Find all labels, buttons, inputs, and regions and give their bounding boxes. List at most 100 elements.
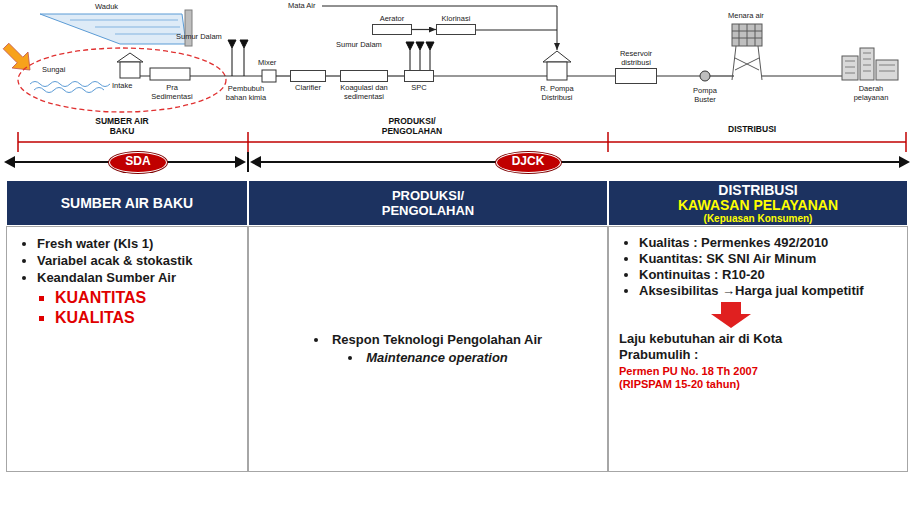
reservoir-box: Reservoir distribusi [615, 68, 657, 84]
sub-bullet-list: KUANTITAS KUALITAS [37, 288, 197, 328]
part-label: Waduk [95, 2, 118, 11]
flow-connector [412, 29, 436, 30]
reservoir-lake [40, 14, 186, 44]
bullet-item: Aksesibilitas →Harga jual kompetitif [639, 283, 875, 299]
bullet-text: KUANTITAS [55, 289, 146, 306]
spring-line [322, 6, 557, 50]
column-header: SUMBER AIR BAKU [6, 180, 248, 226]
part-label: Menara air [728, 11, 764, 20]
bullet-list: Fresh water (Kls 1) Variabel acak & stoka… [17, 235, 197, 328]
bullet-text: Fresh water (Kls 1) [37, 236, 153, 251]
bullet-text: Kuantitas: SK SNI Air Minum [639, 251, 816, 266]
bullet-item: KUALITAS [55, 308, 197, 328]
bullet-item: Keandalan Sumber AirKUANTITASKUALITAS [37, 269, 197, 328]
table-cell: Respon Teknologi Pengolahan AirMaintenan… [248, 226, 608, 472]
part-label: Pembubuh bahan kimia [222, 84, 270, 102]
chlorination-line [476, 30, 557, 31]
bullet-item: Kuantitas: SK SNI Air Minum [639, 251, 875, 267]
bullet-list: Kualitas : Permenkes 492/2010Kuantitas: … [619, 235, 875, 299]
header-text: (Kepuasan Konsumen) [704, 213, 813, 224]
pipe [762, 75, 842, 76]
header-text: KAWASAN PELAYANAN [678, 198, 838, 213]
deep-well-symbols [228, 40, 248, 76]
bullet-item: Fresh water (Kls 1) [37, 235, 197, 252]
highlight-ellipse [18, 48, 226, 112]
part-label: Pra Sedimentasi [149, 83, 195, 101]
header-text: DISTRIBUSI [718, 183, 797, 198]
box-caption: Aerator [380, 14, 405, 23]
bullet-item: Kontinuitas : R10-20 [639, 267, 875, 283]
section-label: PRODUKSI/ PENGOLAHAN [377, 116, 447, 136]
box-caption: Clarifier [295, 83, 321, 92]
pipe [710, 75, 734, 76]
part-label: Daerah pelayanan [846, 84, 896, 102]
part-label: R. Pompa Distribusi [532, 84, 582, 102]
note-text: Laju kebutuhan air di Kota Prabumulih : [619, 331, 849, 363]
header-text: SUMBER AIR BAKU [61, 196, 193, 211]
process-box: Aerator [372, 24, 412, 35]
badge-text: DJCK [512, 154, 545, 168]
scope-arrows [4, 152, 910, 172]
bullet-text: Kualitas : Permenkes 492/2010 [639, 235, 828, 250]
service-area-buildings [842, 48, 898, 80]
part-label: Sumur Dalam [336, 40, 382, 49]
box-caption: SPC [411, 83, 426, 92]
process-box: Clarifier [290, 70, 326, 82]
intake-roof [117, 53, 143, 62]
bullet-list: Respon Teknologi Pengolahan AirMaintenan… [314, 331, 542, 367]
column-header: PRODUKSI/ PENGOLAHAN [248, 180, 608, 226]
bullet-text: Aksesibilitas →Harga jual kompetitif [639, 283, 864, 298]
bullet-item: Maintenance operation [314, 349, 542, 367]
part-label: Pompa Buster [687, 86, 723, 104]
section-bracket [18, 132, 906, 152]
red-down-arrow [709, 302, 753, 328]
scope-badge: DJCK [496, 152, 561, 173]
box-caption: Klorinasi [442, 14, 471, 23]
pipe [567, 75, 615, 76]
pipe [276, 75, 290, 76]
process-box: Koagulasi dan sedimentasi [340, 70, 388, 82]
bullet-text: Kontinuitas : R10-20 [639, 267, 765, 282]
bullet-text: Maintenance operation [366, 350, 508, 365]
section-label: DISTRIBUSI [728, 124, 776, 134]
flow-connector [388, 75, 404, 76]
table-cell: Kualitas : Permenkes 492/2010Kuantitas: … [608, 226, 908, 472]
table-cell: Fresh water (Kls 1) Variabel acak & stoka… [6, 226, 248, 472]
water-tower [732, 24, 762, 80]
bullet-item: Kualitas : Permenkes 492/2010 [639, 235, 875, 251]
bullet-text: Variabel acak & stokastik [37, 253, 192, 268]
pipe [434, 75, 547, 76]
cell-slot: Kualitas : Permenkes 492/2010Kuantitas: … [619, 235, 899, 299]
bullet-item: Respon Teknologi Pengolahan Air [314, 331, 542, 349]
box-caption: Reservoir distribusi [613, 49, 659, 67]
part-label: Sumur Dalam [176, 32, 222, 41]
intake-house [120, 62, 140, 78]
part-label: Intake [112, 81, 132, 90]
deep-well-symbols [406, 42, 434, 70]
pre-sedimentation-basin [150, 68, 190, 80]
column-header: DISTRIBUSIKAWASAN PELAYANAN(Kepuasan Kon… [608, 180, 908, 226]
water-lines [70, 20, 181, 34]
scope-badge: SDA [109, 152, 167, 173]
bullet-text: Respon Teknologi Pengolahan Air [332, 332, 542, 347]
bullet-text: KUALITAS [55, 309, 135, 326]
pump-house-roof [543, 51, 571, 62]
mixer-box [262, 70, 276, 82]
bullet-item: Variabel acak & stokastik [37, 252, 197, 269]
booster-pump [700, 71, 710, 81]
pump-house [547, 62, 567, 80]
process-box: Klorinasi [436, 24, 476, 35]
badge-text: SDA [125, 154, 150, 168]
process-box: SPC [404, 70, 434, 82]
regulation-note: Permen PU No. 18 Th 2007 (RIPSPAM 15-20 … [619, 365, 789, 391]
header-text: PRODUKSI/ PENGOLAHAN [373, 188, 483, 218]
cell-slot: Laju kebutuhan air di Kota Prabumulih :P… [619, 331, 899, 391]
river [30, 82, 110, 93]
bullet-item: KUANTITAS [55, 288, 197, 308]
part-label: Mixer [258, 58, 276, 67]
pipe [657, 75, 700, 76]
part-label: Mata Air [288, 1, 316, 10]
part-label: Sungai [42, 65, 65, 74]
flow-connector [326, 75, 340, 76]
